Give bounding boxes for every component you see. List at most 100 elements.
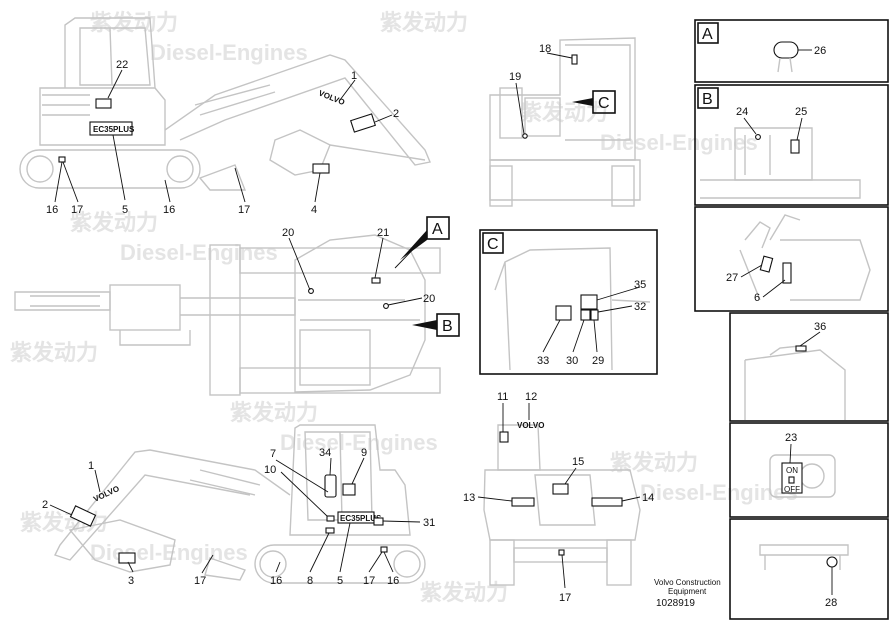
callout-flags: A B C [394, 90, 616, 337]
decal-6 [782, 262, 792, 284]
callout-6: 6 [754, 292, 760, 304]
decal-2b [69, 505, 97, 527]
watermark-layer: 紫发动力 Diesel-Engines 紫发动力 紫发动力 Diesel-Eng… [10, 10, 798, 605]
callout-4: 4 [311, 204, 317, 216]
callout-16: 16 [270, 575, 282, 587]
detail-panel-a: A [694, 19, 889, 83]
decal-10 [326, 515, 335, 522]
decal-22 [95, 98, 112, 109]
decal-27 [759, 255, 774, 273]
detail-panel-battery [729, 518, 889, 620]
decal-20b [383, 303, 389, 309]
callout-17: 17 [238, 204, 250, 216]
callout-13: 13 [463, 492, 475, 504]
watermark-text: Diesel-Engines [600, 130, 758, 155]
volvo-rear-text: VOLVO [517, 421, 544, 430]
callout-17: 17 [559, 592, 571, 604]
callout-21: 21 [377, 227, 389, 239]
callout-29: 29 [592, 355, 604, 367]
side-view-left: EC35PLUS VOLVO [19, 17, 431, 191]
callout-17: 17 [71, 204, 83, 216]
callout-2: 2 [42, 499, 48, 511]
callout-33: 33 [537, 355, 549, 367]
watermark-text: 紫发动力 [90, 10, 178, 35]
watermark-text: Diesel-Engines [90, 540, 248, 565]
decal-28 [826, 556, 838, 568]
callout-1: 1 [88, 460, 94, 472]
callout-26: 26 [814, 45, 826, 57]
decal-17 [58, 156, 66, 163]
watermark-text: Diesel-Engines [280, 430, 438, 455]
callout-12: 12 [525, 391, 537, 403]
callout-31: 31 [423, 517, 435, 529]
panel-b-label: B [702, 91, 713, 108]
decal-29 [590, 309, 599, 321]
callout-3: 3 [128, 575, 134, 587]
decal-18 [571, 54, 578, 65]
decal-13 [511, 497, 535, 507]
flag-a-label: A [432, 221, 443, 238]
panel-a-label: A [702, 26, 713, 43]
detail-panel-b: B [694, 84, 889, 206]
callout-30: 30 [566, 355, 578, 367]
rear-view-top [489, 37, 641, 207]
model-badge-right-text: EC35PLUS [340, 514, 382, 523]
callout-35: 35 [634, 279, 646, 291]
callout-8: 8 [307, 575, 313, 587]
maker-line-2: Equipment [668, 587, 707, 596]
decal-3 [118, 552, 136, 564]
flag-b-label: B [442, 318, 453, 335]
panel-c-label: C [487, 236, 499, 253]
watermark-text: 紫发动力 [420, 580, 508, 605]
maker-line-1: Volvo Construction [654, 578, 721, 587]
decal-9 [342, 483, 356, 496]
decal-2 [349, 113, 377, 133]
decal-35 [580, 294, 598, 310]
callout-17: 17 [363, 575, 375, 587]
decal-31 [373, 517, 384, 526]
switch-on-text: ON [786, 466, 798, 475]
callout-27: 27 [726, 272, 738, 284]
callout-7: 7 [270, 448, 276, 460]
decal-36 [795, 345, 807, 352]
decal-21 [371, 277, 381, 284]
watermark-text: Diesel-Engines [640, 480, 798, 505]
top-view [14, 234, 441, 396]
decal-11 [499, 431, 509, 443]
watermark-text: 紫发动力 [10, 340, 98, 365]
decal-8 [325, 527, 335, 534]
callout-23: 23 [785, 432, 797, 444]
watermark-text: 紫发动力 [70, 210, 158, 235]
decal-4 [312, 163, 330, 174]
decal-24 [755, 134, 761, 140]
detail-panel-c: C [479, 229, 658, 375]
callout-14: 14 [642, 492, 654, 504]
callout-11: 11 [497, 391, 508, 403]
callout-20: 20 [423, 293, 435, 305]
callout-28: 28 [825, 597, 837, 609]
drawing-footer: Volvo Construction Equipment 1028919 [654, 578, 721, 609]
rear-view-bottom: VOLVO [483, 421, 641, 586]
drawing-reference: 1028919 [656, 598, 695, 609]
switch-off-text: OFF [784, 485, 800, 494]
detail-panel-seat [694, 206, 889, 312]
callout-5: 5 [337, 575, 343, 587]
callout-15: 15 [572, 456, 584, 468]
callout-16: 16 [46, 204, 58, 216]
decal-15 [552, 483, 569, 495]
callout-9: 9 [361, 447, 367, 459]
leader-lines [49, 49, 833, 595]
detail-panel-switch: ON OFF [729, 422, 889, 518]
decal-14 [591, 497, 623, 507]
callout-1: 1 [351, 70, 357, 82]
callout-20: 20 [282, 227, 294, 239]
callout-2: 2 [393, 108, 399, 120]
callout-16: 16 [163, 204, 175, 216]
callout-numbers: 1 2 22 5 16 17 16 17 4 20 21 20 18 19 35… [42, 43, 837, 609]
callout-18: 18 [539, 43, 551, 55]
model-badge-text: EC35PLUS [93, 125, 135, 134]
watermark-text: 紫发动力 [230, 400, 318, 425]
watermark-text: Diesel-Engines [150, 40, 308, 65]
watermark-text: Diesel-Engines [120, 240, 278, 265]
